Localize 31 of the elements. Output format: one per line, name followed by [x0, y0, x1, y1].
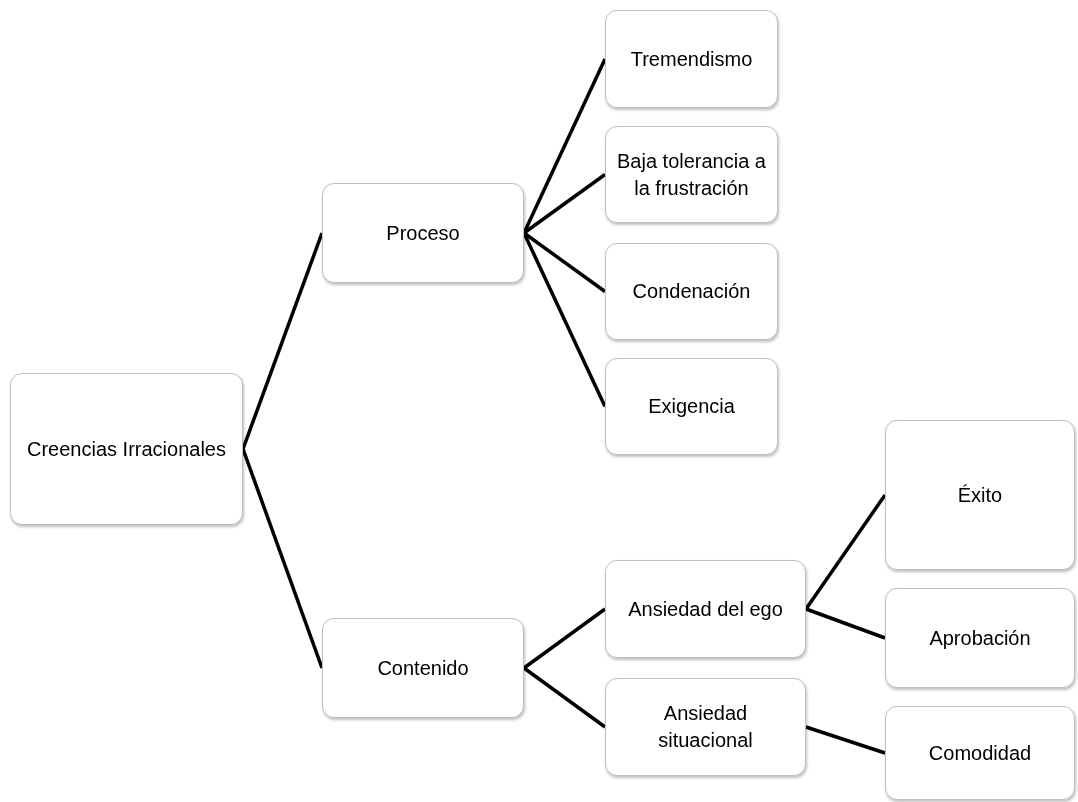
box-label: Baja tolerancia a la frustración — [616, 148, 767, 201]
box-label: Condenación — [632, 279, 751, 304]
box-label: Aprobación — [929, 625, 1031, 651]
rounded-box — [605, 10, 778, 108]
rounded-box — [10, 373, 243, 525]
box-label: Contenido — [377, 655, 469, 681]
box-label: Exigencia — [648, 394, 735, 419]
rounded-box — [605, 358, 778, 455]
connector-line — [241, 232, 324, 450]
connector-line — [241, 448, 324, 669]
box-label: Ansiedad situacional — [657, 701, 754, 753]
connector-line — [522, 666, 607, 729]
box-label: Ansiedad del ego — [628, 596, 783, 622]
rounded-box — [885, 706, 1075, 800]
rounded-box — [322, 618, 524, 718]
rounded-box — [605, 243, 778, 340]
box-label: Comodidad — [928, 740, 1032, 766]
rounded-box — [605, 126, 778, 223]
connector-line — [805, 607, 886, 640]
rounded-box — [605, 678, 806, 776]
rounded-box — [885, 588, 1075, 688]
rounded-box — [322, 183, 524, 283]
rounded-box — [885, 420, 1075, 570]
connector-line — [805, 725, 886, 755]
connector-line — [522, 607, 607, 670]
box-label: Tremendismo — [630, 46, 753, 72]
box-label: Éxito — [957, 482, 1003, 508]
rounded-box — [605, 560, 806, 658]
connector-line — [804, 494, 887, 610]
box-label: Creencias Irracionales — [27, 436, 226, 462]
box-label: Proceso — [386, 220, 460, 246]
